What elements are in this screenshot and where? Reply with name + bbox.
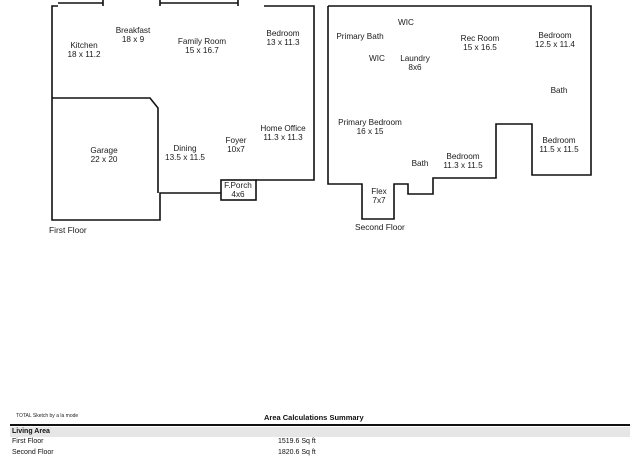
- room-name: Home Office: [260, 124, 306, 133]
- room-name: Rec Room: [461, 34, 500, 43]
- room-dimensions: 10x7: [227, 145, 245, 154]
- row-value: 1519.6 Sq ft: [278, 438, 316, 445]
- room-label-bath-e: Bath: [551, 86, 568, 95]
- room-dimensions: 15 x 16.5: [463, 43, 497, 52]
- room-name: F.Porch: [224, 181, 252, 190]
- room-name: Foyer: [226, 136, 247, 145]
- room-name: Laundry: [400, 54, 430, 63]
- room-dimensions: 11.3 x 11.3: [263, 133, 303, 142]
- room-name: Primary Bedroom: [338, 118, 402, 127]
- room-dimensions: 4x6: [231, 190, 245, 199]
- summary-rule: [10, 424, 630, 426]
- room-dimensions: 15 x 16.7: [185, 46, 219, 55]
- room-label-bath-mid: Bath: [412, 159, 429, 168]
- room-name: WIC: [369, 54, 385, 63]
- room-dimensions: 18 x 9: [122, 35, 145, 44]
- room-name: Bedroom: [538, 31, 571, 40]
- room-name: WIC: [398, 18, 414, 27]
- room-name: Bath: [551, 86, 568, 95]
- first-floor-main-walls: [51, 5, 221, 221]
- room-dimensions: 13.5 x 11.5: [165, 153, 205, 162]
- row-name: First Floor: [12, 438, 44, 445]
- room-label-wic: WIC: [369, 54, 385, 63]
- room-dimensions: 8x6: [408, 63, 422, 72]
- room-label-wic-top: WIC: [398, 18, 414, 27]
- room-name: Garage: [90, 146, 118, 155]
- room-name: Bedroom: [266, 29, 299, 38]
- room-dimensions: 7x7: [372, 196, 386, 205]
- room-name: Primary Bath: [336, 32, 384, 41]
- sketch-credit: TOTAL Sketch by a la mode: [16, 413, 79, 419]
- table-row: Second Floor 1820.6 Sq ft: [12, 448, 628, 458]
- room-dimensions: 13 x 11.3: [266, 38, 300, 47]
- room-name: Breakfast: [116, 26, 151, 35]
- room-dimensions: 12.5 x 11.4: [535, 40, 575, 49]
- room-name: Dining: [173, 144, 197, 153]
- first-floor-outline: [51, 0, 315, 221]
- room-dimensions: 11.5 x 11.5: [539, 145, 579, 154]
- room-name: Flex: [371, 187, 386, 196]
- garage-walls: [52, 97, 159, 193]
- room-name: Kitchen: [70, 41, 98, 50]
- living-area-header: Living Area: [10, 427, 630, 437]
- second-floor-outline: [327, 5, 592, 220]
- table-row: First Floor 1519.6 Sq ft: [12, 437, 628, 447]
- front-porch-outline: [220, 179, 257, 201]
- row-name: Second Floor: [12, 449, 54, 456]
- row-value: 1820.6 Sq ft: [278, 449, 316, 456]
- room-name: Bath: [412, 159, 429, 168]
- room-dimensions: 16 x 15: [357, 127, 384, 136]
- second-floor-walls: [327, 5, 592, 220]
- room-name: Bedroom: [542, 136, 575, 145]
- room-dimensions: 18 x 11.2: [67, 50, 101, 59]
- second-floor-label: Second Floor: [355, 222, 405, 232]
- first-floor-right-walls: [256, 5, 315, 181]
- room-label-primary-bath: Primary Bath: [336, 32, 384, 41]
- room-dimensions: 22 x 20: [91, 155, 118, 164]
- room-dimensions: 11.3 x 11.5: [443, 161, 483, 170]
- area-summary: TOTAL Sketch by a la mode Area Calculati…: [10, 410, 630, 460]
- summary-title: Area Calculations Summary: [264, 413, 364, 422]
- first-floor-label: First Floor: [49, 225, 87, 235]
- room-name: Bedroom: [446, 152, 479, 161]
- room-name: Family Room: [178, 37, 226, 46]
